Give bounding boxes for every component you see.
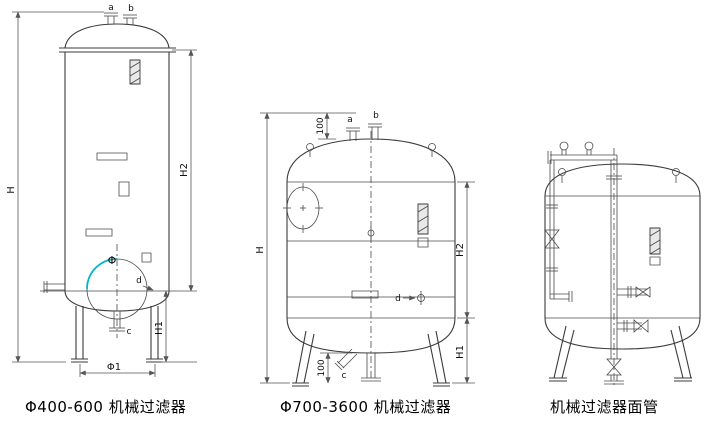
vessel-internals bbox=[352, 204, 428, 298]
manhole bbox=[283, 183, 323, 233]
dim-shell-height: H2 bbox=[172, 49, 197, 292]
nozzle-label-b: b bbox=[373, 111, 379, 121]
dim-label-h1: H1 bbox=[154, 321, 165, 335]
caption-filter-700-3600: Φ700-3600 机械过滤器 bbox=[280, 398, 452, 416]
drawing-filter-face-piping bbox=[490, 0, 715, 392]
valve-icon bbox=[636, 287, 643, 297]
vessel-outline bbox=[40, 24, 176, 311]
drain-nozzle: c bbox=[335, 349, 357, 381]
caption-filter-face-piping: 机械过滤器面管 bbox=[550, 398, 659, 416]
side-stub-piping bbox=[617, 286, 650, 332]
vessel-outline bbox=[287, 131, 455, 378]
dim-leg-height: H1 bbox=[154, 290, 197, 363]
nozzle-label-b: b bbox=[128, 4, 134, 14]
dim-label-100-bottom: 100 bbox=[317, 359, 327, 376]
nozzle-label-d: d bbox=[395, 294, 401, 304]
nozzle-d-pointer: d bbox=[395, 291, 424, 305]
dim-label-phi: Φ bbox=[108, 254, 117, 267]
support-legs bbox=[292, 331, 450, 386]
valve-icon bbox=[643, 287, 650, 297]
dim-label-h2: H2 bbox=[179, 163, 190, 177]
dim-label-h: H bbox=[6, 186, 17, 194]
lifting-lugs bbox=[559, 169, 680, 184]
dim-label-h2: H2 bbox=[455, 243, 466, 257]
nozzle-label-c: c bbox=[127, 327, 132, 337]
accent-arc bbox=[87, 259, 117, 289]
bottom-dome-detail: Φ d bbox=[87, 253, 154, 319]
figure-filter-face-piping: 机械过滤器面管 bbox=[490, 0, 715, 417]
dim-overall-height: H bbox=[6, 11, 104, 363]
dim-label-phi1: Φ1 bbox=[107, 362, 121, 373]
dim-label-h1: H1 bbox=[455, 345, 466, 359]
dim-base-diameter: Φ1 bbox=[79, 362, 156, 377]
drawing-filter-700-3600: a b 100 bbox=[255, 111, 490, 392]
valve-icon bbox=[641, 320, 648, 332]
figure-filter-700-3600: a b 100 bbox=[240, 0, 490, 417]
valve-icon bbox=[634, 320, 641, 332]
top-nozzles: a b bbox=[104, 3, 137, 25]
lifting-lugs bbox=[307, 144, 436, 158]
port-fitting-icon bbox=[585, 142, 593, 150]
nozzle-label-c: c bbox=[342, 371, 347, 381]
valve-icon bbox=[607, 367, 621, 375]
dim-label-h: H bbox=[255, 246, 266, 254]
dim-shell-height: H2 bbox=[455, 181, 475, 319]
vessel-internals bbox=[86, 60, 140, 338]
caption-filter-400-600: Φ400-600 机械过滤器 bbox=[25, 398, 187, 416]
support-legs bbox=[549, 326, 692, 381]
valve-icon bbox=[545, 230, 559, 239]
center-pipe bbox=[606, 148, 622, 386]
valve-icon bbox=[607, 359, 621, 367]
bottom-drain-assembly bbox=[604, 349, 624, 384]
drawing-filter-400-600: H a b bbox=[6, 3, 240, 392]
nozzle-label-a: a bbox=[108, 3, 114, 13]
dim-leg-height: H1 bbox=[452, 317, 475, 384]
sight-glass bbox=[650, 228, 660, 265]
side-riser-pipe bbox=[545, 160, 572, 302]
port-fitting-icon bbox=[560, 142, 568, 150]
vessel-outline bbox=[545, 164, 700, 349]
top-piping bbox=[548, 142, 617, 164]
side-nozzle bbox=[44, 281, 65, 293]
drain-nozzle: c bbox=[109, 311, 132, 337]
valve-icon bbox=[545, 239, 559, 248]
dim-nozzle-height: 100 bbox=[316, 112, 336, 140]
figure-filter-400-600: H a b bbox=[0, 0, 240, 417]
dim-drain-height: 100 bbox=[317, 352, 352, 384]
dim-overall-height: H bbox=[255, 112, 356, 384]
nozzle-label-a: a bbox=[347, 115, 353, 125]
top-nozzles: a b bbox=[346, 111, 382, 141]
nozzle-label-d: d bbox=[136, 276, 142, 286]
dim-label-100-top: 100 bbox=[316, 117, 326, 134]
support-legs bbox=[71, 306, 163, 362]
